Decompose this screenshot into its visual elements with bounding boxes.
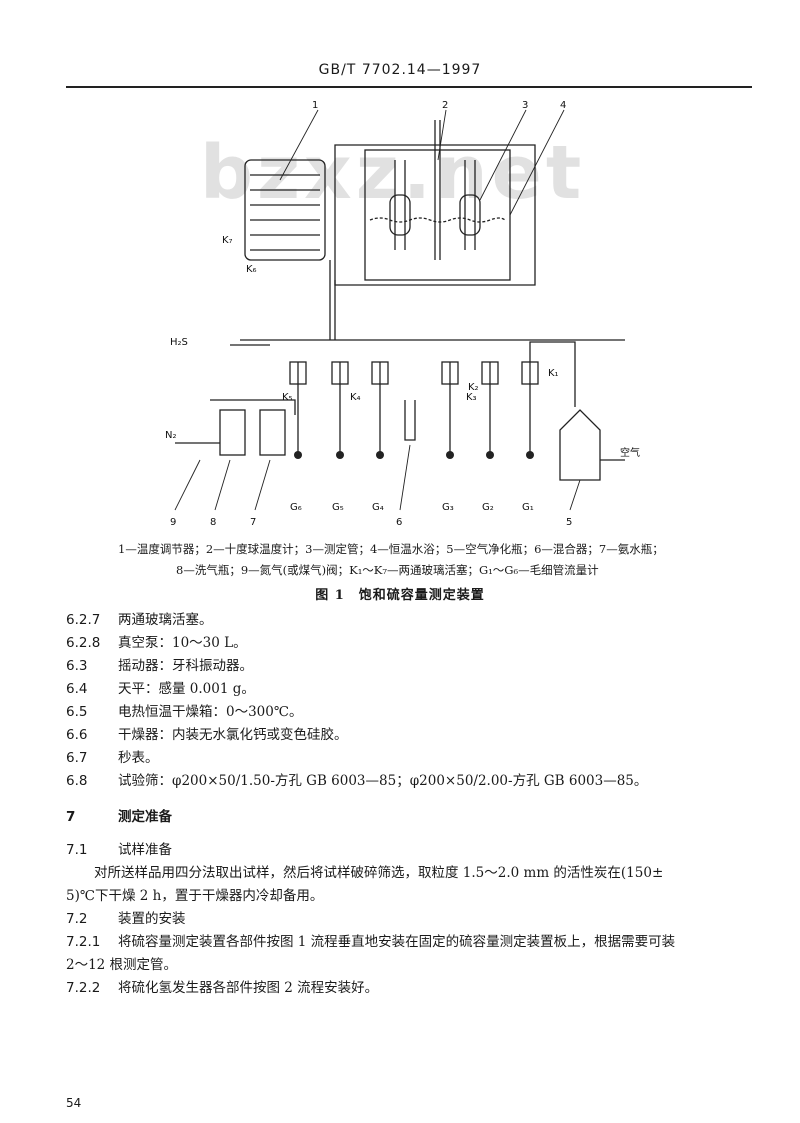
subsection-number: 7.1 xyxy=(66,842,88,858)
valve-k3: K₃ xyxy=(466,392,477,403)
meter-g3: G₃ xyxy=(442,502,454,513)
subsection-title: 装置的安装 xyxy=(118,911,186,927)
figure-legend-line1: 1—温度调节器；2—十度球温度计；3—测定管；4—恒温水浴；5—空气净化瓶；6—… xyxy=(118,542,664,556)
list-item: 6.8 试验筛：φ200×50/1.50-方孔 GB 6003—85；φ200×5… xyxy=(66,769,647,789)
list-item: 7.2.2 将硫化氢发生器各部件按图 2 流程安装好。 xyxy=(66,976,378,996)
item-text: 真空泵：10～30 L。 xyxy=(118,635,247,651)
item-text: 试验筛：φ200×50/1.50-方孔 GB 6003—85；φ200×50/2… xyxy=(118,773,648,789)
callout-4: 4 xyxy=(560,100,566,111)
figure-legend-line2: 8—洗气瓶；9—氮气(或煤气)阀；K₁～K₇—两通玻璃活塞；G₁～G₆—毛细管流… xyxy=(176,563,599,577)
item-number: 6.8 xyxy=(66,773,88,789)
item-text: 电热恒温干燥箱：0～300℃。 xyxy=(118,704,303,720)
item-number: 6.7 xyxy=(66,750,88,766)
item-number: 6.6 xyxy=(66,727,88,743)
callout-2: 2 xyxy=(442,100,448,111)
valve-k1: K₁ xyxy=(548,368,559,379)
meter-g4: G₄ xyxy=(372,502,384,513)
apparatus-figure: 1 2 3 4 9 8 7 6 5 K₇ K₆ K₅ K₄ K₃ K₂ K₁ H… xyxy=(150,100,760,540)
meter-g6: G₆ xyxy=(290,502,302,513)
section-number: 7 xyxy=(66,809,76,825)
subsection-heading: 7.2 装置的安装 xyxy=(66,907,186,927)
list-item: 7.2.1 将硫容量测定装置各部件按图 1 流程垂直地安装在固定的硫容量测定装置板… xyxy=(66,930,675,950)
item-number: 6.5 xyxy=(66,704,88,720)
temperature-regulator xyxy=(244,159,326,261)
item-number: 6.2.7 xyxy=(66,612,101,628)
callout-3: 3 xyxy=(522,100,528,111)
callout-7: 7 xyxy=(250,517,256,528)
item-text: 干燥器：内装无水氯化钙或变色硅胶。 xyxy=(118,727,348,743)
gas-n2: N₂ xyxy=(165,430,177,441)
paragraph-line: 对所送样品用四分法取出试样，然后将试样破碎筛选，取粒度 1.5～2.0 mm 的… xyxy=(94,865,664,881)
item-text: 摇动器：牙科振动器。 xyxy=(118,658,253,674)
item-text: 秒表。 xyxy=(118,750,159,766)
list-item: 6.2.7 两通玻璃活塞。 xyxy=(66,608,213,628)
meter-g2: G₂ xyxy=(482,502,494,513)
valve-k5: K₅ xyxy=(282,392,293,403)
page-header: GB/T 7702.14—1997 xyxy=(318,62,482,78)
valve-k2: K₂ xyxy=(468,382,479,393)
water-bath xyxy=(364,149,511,281)
gas-h2s: H₂S xyxy=(170,337,188,348)
list-item: 6.5 电热恒温干燥箱：0～300℃。 xyxy=(66,700,302,720)
item-number: 7.2.1 xyxy=(66,934,101,950)
meter-g5: G₅ xyxy=(332,502,344,513)
list-item: 6.4 天平：感量 0.001 g。 xyxy=(66,677,255,697)
item-text: 天平：感量 0.001 g。 xyxy=(118,681,255,697)
callout-6: 6 xyxy=(396,517,402,528)
valve-k4: K₄ xyxy=(350,392,361,403)
list-item: 6.3 摇动器：牙科振动器。 xyxy=(66,654,253,674)
subsection-number: 7.2 xyxy=(66,911,88,927)
header-rule xyxy=(66,86,752,88)
list-item: 6.2.8 真空泵：10～30 L。 xyxy=(66,631,247,651)
item-text: 将硫容量测定装置各部件按图 1 流程垂直地安装在固定的硫容量测定装置板上，根据需… xyxy=(118,934,676,950)
section-heading: 7 测定准备 xyxy=(66,805,172,825)
callout-5: 5 xyxy=(566,517,572,528)
meter-g1: G₁ xyxy=(522,502,534,513)
item-text: 两通玻璃活塞。 xyxy=(118,612,213,628)
subsection-title: 试样准备 xyxy=(118,842,172,858)
figure-title: 图 1 饱和硫容量测定装置 xyxy=(315,588,485,603)
item-number: 6.3 xyxy=(66,658,88,674)
callout-8: 8 xyxy=(210,517,216,528)
paragraph-line: 2～12 根测定管。 xyxy=(66,957,178,973)
callout-9: 9 xyxy=(170,517,176,528)
valve-k7: K₇ xyxy=(222,235,233,246)
list-item: 6.6 干燥器：内装无水氯化钙或变色硅胶。 xyxy=(66,723,348,743)
subsection-heading: 7.1 试样准备 xyxy=(66,838,172,858)
item-text: 将硫化氢发生器各部件按图 2 流程安装好。 xyxy=(118,980,379,996)
item-number: 6.2.8 xyxy=(66,635,101,651)
section-title: 测定准备 xyxy=(118,809,172,825)
callout-1: 1 xyxy=(312,100,318,111)
page-number: 54 xyxy=(66,1096,82,1110)
apparatus-diagram: 1 2 3 4 9 8 7 6 5 K₇ K₆ K₅ K₄ K₃ K₂ K₁ H… xyxy=(165,100,640,528)
paragraph-line: 5)℃下干燥 2 h，置于干燥器内冷却备用。 xyxy=(66,888,324,904)
item-number: 7.2.2 xyxy=(66,980,101,996)
list-item: 6.7 秒表。 xyxy=(66,746,159,766)
item-number: 6.4 xyxy=(66,681,88,697)
gas-air: 空气 xyxy=(620,446,640,459)
valve-k6: K₆ xyxy=(246,264,257,275)
